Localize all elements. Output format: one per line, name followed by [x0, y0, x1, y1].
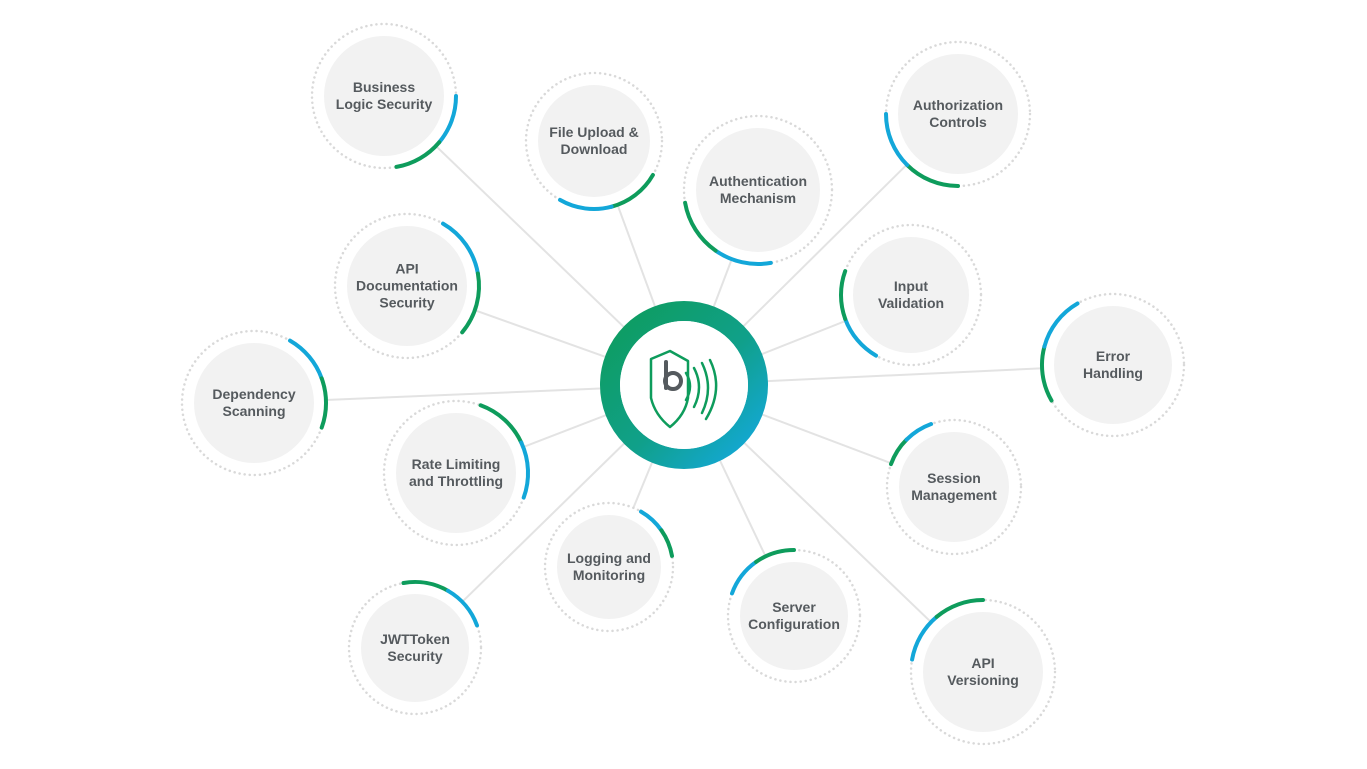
node-error-handling [1040, 292, 1186, 438]
progress-arc [437, 94, 459, 145]
node-disc [1054, 306, 1172, 424]
progress-arc [884, 112, 910, 167]
progress-arc [910, 614, 939, 662]
node-business-logic-security [310, 22, 459, 170]
progress-arc [754, 547, 796, 564]
node-file-upload-download [524, 71, 664, 211]
progress-arc [683, 200, 718, 253]
node-api-documentation-security [333, 212, 481, 360]
node-disc [740, 562, 848, 670]
node-api-versioning [909, 597, 1057, 746]
node-disc [853, 237, 969, 353]
node-disc [194, 343, 314, 463]
center-ring [600, 301, 768, 469]
progress-arc [659, 528, 674, 558]
node-input-validation [839, 223, 983, 367]
progress-arc [609, 173, 655, 209]
progress-arc [904, 422, 934, 442]
node-disc [361, 594, 469, 702]
progress-arc [446, 588, 479, 628]
progress-arc [839, 269, 848, 321]
node-logging-monitoring [543, 501, 675, 633]
progress-arc [478, 403, 524, 445]
progress-arc [460, 271, 481, 335]
center-disc [620, 321, 748, 449]
node-jwt-token-security [347, 580, 483, 716]
progress-arc [934, 597, 985, 619]
node-server-configuration [726, 547, 862, 684]
node-disc [324, 36, 444, 156]
node-disc [696, 128, 820, 252]
node-disc [899, 432, 1009, 542]
node-disc [557, 515, 661, 619]
node-disc [923, 612, 1043, 732]
progress-arc [319, 376, 329, 430]
progress-arc [558, 197, 614, 211]
progress-arc [519, 440, 530, 500]
progress-arc [441, 221, 480, 276]
node-disc [396, 413, 516, 533]
node-disc [538, 85, 650, 197]
progress-arc [905, 162, 960, 188]
progress-arc [843, 316, 878, 358]
progress-arc [394, 140, 442, 169]
progress-arc [713, 248, 773, 267]
progress-arc [401, 580, 450, 593]
node-disc [347, 226, 467, 346]
progress-arc [730, 559, 759, 596]
progress-arc [288, 338, 324, 381]
center-hub [600, 301, 768, 469]
node-dependency-scanning [180, 329, 329, 477]
node-rate-limiting-throttling [382, 399, 530, 547]
bugbase-shield-logo-icon [649, 349, 718, 429]
node-authentication-mechanism [682, 114, 834, 267]
node-authorization-controls [884, 40, 1032, 188]
node-disc [898, 54, 1018, 174]
node-session-management [885, 418, 1023, 556]
progress-arc [1042, 301, 1080, 349]
progress-arc [1040, 344, 1054, 403]
